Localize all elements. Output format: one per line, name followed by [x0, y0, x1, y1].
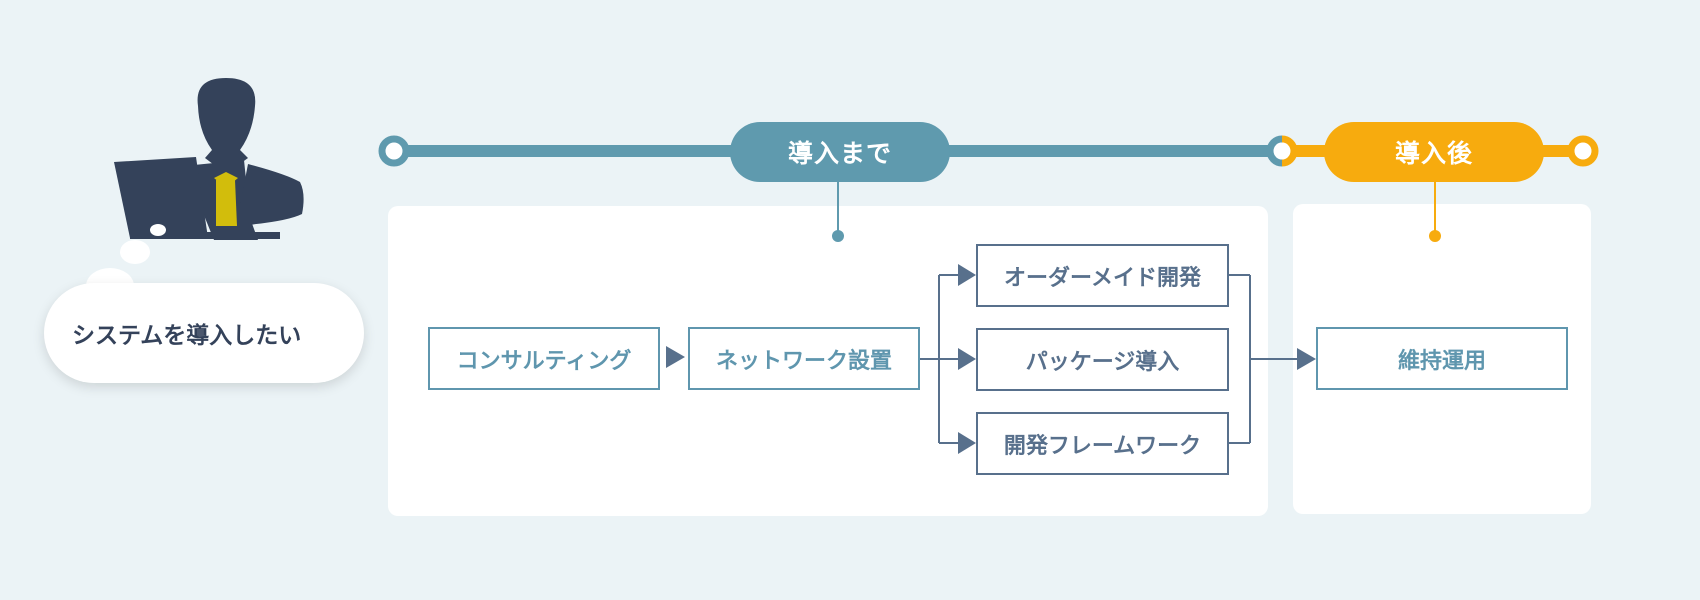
step-package-label: パッケージ導入 — [1025, 349, 1180, 375]
step-consulting: コンサルティング — [428, 327, 660, 390]
arrow-right-icon — [1297, 348, 1316, 370]
step-network: ネットワーク設置 — [688, 327, 920, 390]
step-custom-dev-label: オーダーメイド開発 — [1003, 265, 1202, 291]
step-maintenance: 維持運用 — [1316, 327, 1568, 390]
arrow-right-icon — [958, 264, 976, 286]
phase-before-pill: 導入まで — [730, 122, 950, 182]
user-thought-text: システムを導入したい — [72, 323, 302, 349]
arrow-right-icon — [958, 432, 976, 454]
thought-bubble: システムを導入したい — [44, 283, 364, 383]
after-pointer-dot — [1429, 230, 1441, 242]
timeline-transition-node — [1266, 135, 1298, 167]
timeline-start-node — [378, 135, 410, 167]
step-custom-dev: オーダーメイド開発 — [976, 244, 1229, 307]
phase-after-label: 導入後 — [1394, 139, 1473, 168]
thought-bubble-puff — [120, 240, 150, 264]
step-maintenance-label: 維持運用 — [1397, 348, 1486, 374]
arrow-right-icon — [958, 348, 976, 370]
step-consulting-label: コンサルティング — [456, 348, 632, 374]
phase-before-label: 導入まで — [787, 139, 892, 168]
person-at-laptop-icon — [114, 78, 304, 240]
phase-after-pill: 導入後 — [1324, 122, 1544, 182]
arrow-right-icon — [666, 346, 685, 368]
before-pointer-dot — [832, 230, 844, 242]
step-network-label: ネットワーク設置 — [715, 348, 892, 374]
timeline-end-node — [1567, 135, 1599, 167]
merge-connector — [1229, 274, 1297, 444]
step-framework: 開発フレームワーク — [976, 412, 1229, 475]
branch-connector — [920, 274, 958, 444]
step-package: パッケージ導入 — [976, 328, 1229, 391]
step-framework-label: 開発フレームワーク — [1003, 433, 1202, 459]
